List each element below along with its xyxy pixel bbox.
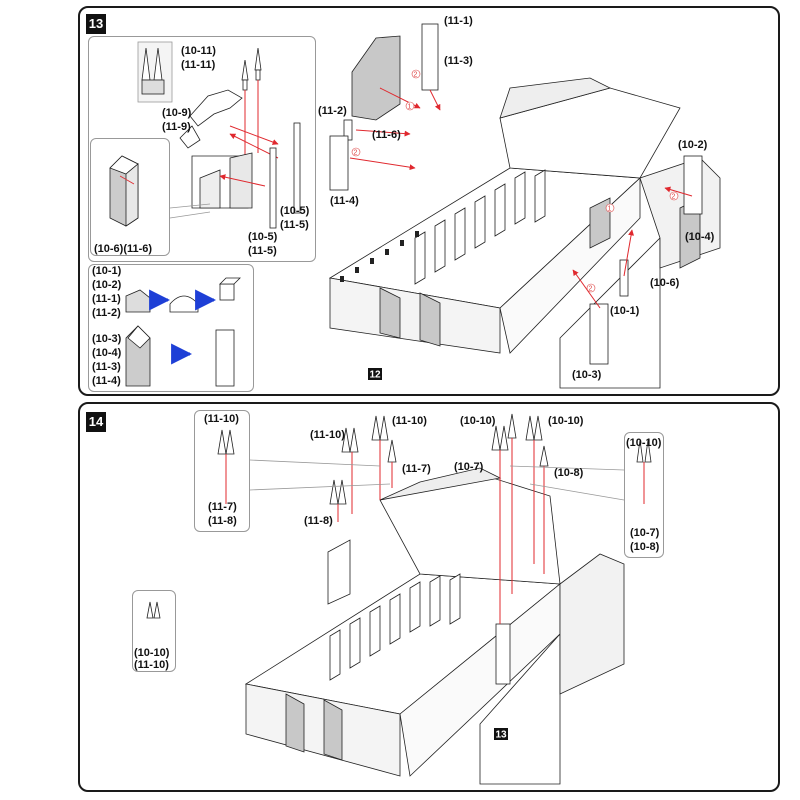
circle-num: 2 <box>672 194 676 201</box>
front-tower <box>495 623 511 685</box>
nave-buttresses <box>414 169 546 285</box>
label: (10-8) <box>554 467 584 479</box>
label: (10-7) <box>454 461 484 473</box>
step-13-diagram: 2 1 2 2 2 1 (10-11) (11-11) (10-9) (11-9… <box>92 15 721 389</box>
label: (11-3) <box>444 55 473 67</box>
circle-num: 2 <box>414 72 418 79</box>
label: (10-5) <box>248 231 278 243</box>
ref-badge: 13 <box>496 730 508 741</box>
label: (10-2) <box>678 139 708 151</box>
label: (10-10) <box>548 415 584 427</box>
facade-piece <box>351 35 401 121</box>
step-13-panel: 13 <box>78 6 780 396</box>
label: (10-10) <box>626 437 662 449</box>
label: (10-10) <box>134 647 170 659</box>
inset-small-spire <box>132 590 176 672</box>
nave-crenellation <box>340 231 419 282</box>
label: (11-2) <box>92 307 121 319</box>
label: (10-6)(11-6) <box>94 243 152 255</box>
label: (11-1) <box>444 15 473 27</box>
placement-lines <box>225 438 645 624</box>
ref-badge: 12 <box>370 370 382 381</box>
fold-figure-top <box>125 277 241 313</box>
label: (10-7) <box>630 527 660 539</box>
label: (11-6) <box>372 129 401 141</box>
cathedral-model <box>328 77 721 389</box>
circle-num: 1 <box>408 104 412 111</box>
label: (11-7) <box>402 463 431 475</box>
label: (11-8) <box>304 515 333 527</box>
label: (11-2) <box>318 105 347 117</box>
cathedral-model-complete <box>244 467 625 785</box>
step-14-panel: 14 <box>78 402 780 792</box>
step-number: 14 <box>86 412 106 432</box>
label: (11-3) <box>92 361 121 373</box>
label: (10-4) <box>685 231 715 243</box>
leader-lines <box>249 459 625 501</box>
label: (11-4) <box>92 375 121 387</box>
box-figure <box>109 155 139 227</box>
label: (11-5) <box>280 219 309 231</box>
circle-num: 2 <box>354 150 358 157</box>
label: (11-11) <box>181 59 216 71</box>
circle-num: 2 <box>589 286 593 293</box>
label: (10-11) <box>181 45 216 57</box>
label: (11-4) <box>330 195 359 207</box>
twin-spire-thumbnail <box>137 41 173 103</box>
tower-10-2 <box>683 155 703 215</box>
block-10-1 <box>619 259 629 297</box>
label: (11-10) <box>310 429 345 441</box>
step-number: 13 <box>86 14 106 34</box>
label: (10-5) <box>280 205 310 217</box>
label: (10-2) <box>92 279 122 291</box>
pillar-pieces <box>269 122 301 229</box>
label: (10-4) <box>92 347 122 359</box>
circle-num: 1 <box>608 206 612 213</box>
label: (11-7) <box>208 501 237 513</box>
spires <box>146 413 652 619</box>
label: (10-3) <box>92 333 122 345</box>
label: (10-9) <box>162 107 192 119</box>
fold-figure-bottom <box>125 325 235 387</box>
label: (10-10) <box>460 415 496 427</box>
label: (11-8) <box>208 515 237 527</box>
label: (10-3) <box>572 369 602 381</box>
step-14-diagram: (11-10) (11-7) (11-8) (10-10) (11-10) (1… <box>134 413 662 785</box>
tower-11-1 <box>421 23 439 91</box>
label: (11-10) <box>392 415 427 427</box>
label: (11-9) <box>162 121 191 133</box>
tower-10-3 <box>589 303 609 365</box>
circled-markers <box>351 69 679 293</box>
tower-11-4 <box>329 135 349 191</box>
label: (11-5) <box>248 245 277 257</box>
spire-pieces <box>241 47 262 91</box>
label: (11-10) <box>204 413 239 425</box>
label: (10-8) <box>630 541 660 553</box>
label: (10-1) <box>92 265 122 277</box>
nave-buttresses <box>329 573 461 681</box>
label: (11-10) <box>134 659 169 671</box>
label: (10-6) <box>650 277 680 289</box>
label: (11-1) <box>92 293 121 305</box>
label: (10-1) <box>610 305 640 317</box>
